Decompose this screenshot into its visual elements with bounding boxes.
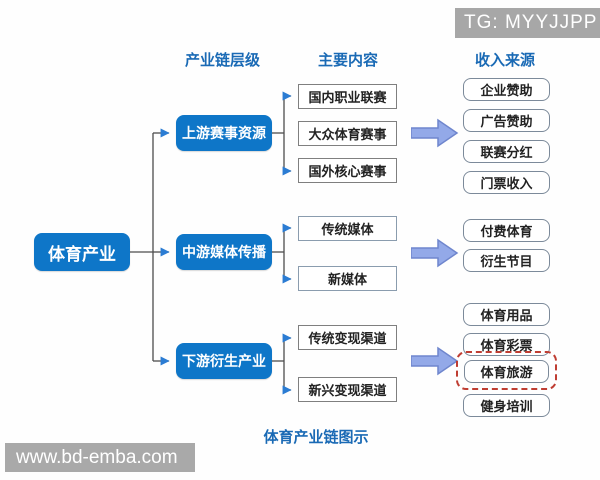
header-main-content: 主要内容 <box>317 52 378 69</box>
tier-node-downstream: 下游衍生产业 <box>176 343 272 379</box>
content-box-traditional-monetization: 传统变现渠道 <box>298 325 397 350</box>
content-box-foreign-core-events: 国外核心赛事 <box>298 158 397 183</box>
content-box-new-media: 新媒体 <box>298 266 397 291</box>
flow-arrow-icon <box>411 118 459 148</box>
income-box-sports-tourism: 体育旅游 <box>464 360 549 383</box>
site-watermark: www.bd-emba.com <box>5 443 195 472</box>
income-box-league-dividends: 联赛分红 <box>463 140 550 163</box>
income-box-derivative-programs: 衍生节目 <box>463 249 550 272</box>
header-tier-level: 产业链层级 <box>184 52 260 69</box>
content-box-traditional-media: 传统媒体 <box>298 216 397 241</box>
income-box-ad-sponsorship: 广告赞助 <box>463 109 550 132</box>
income-box-sports-lottery: 体育彩票 <box>463 333 550 356</box>
income-box-corporate-sponsorship: 企业赞助 <box>463 78 550 101</box>
root-node-sports-industry: 体育产业 <box>34 233 130 271</box>
flow-arrow-icon <box>411 238 459 268</box>
income-box-sporting-goods: 体育用品 <box>463 303 550 326</box>
content-box-new-monetization: 新兴变现渠道 <box>298 377 397 402</box>
flow-arrow-icon <box>411 346 459 376</box>
header-income-source: 收入来源 <box>474 52 535 69</box>
content-box-mass-sports-events: 大众体育赛事 <box>298 121 397 146</box>
content-box-domestic-pro-league: 国内职业联赛 <box>298 84 397 109</box>
income-box-paid-sports: 付费体育 <box>463 219 550 242</box>
tier-node-midstream: 中游媒体传播 <box>176 234 272 270</box>
income-box-ticket-revenue: 门票收入 <box>463 171 550 194</box>
income-box-fitness-training: 健身培训 <box>463 394 550 417</box>
diagram-caption: 体育产业链图示 <box>263 429 369 446</box>
highlight-dashed-border <box>456 351 557 390</box>
tg-watermark: TG: MYYJJPP <box>455 8 600 38</box>
tier-node-upstream: 上游赛事资源 <box>176 115 272 151</box>
